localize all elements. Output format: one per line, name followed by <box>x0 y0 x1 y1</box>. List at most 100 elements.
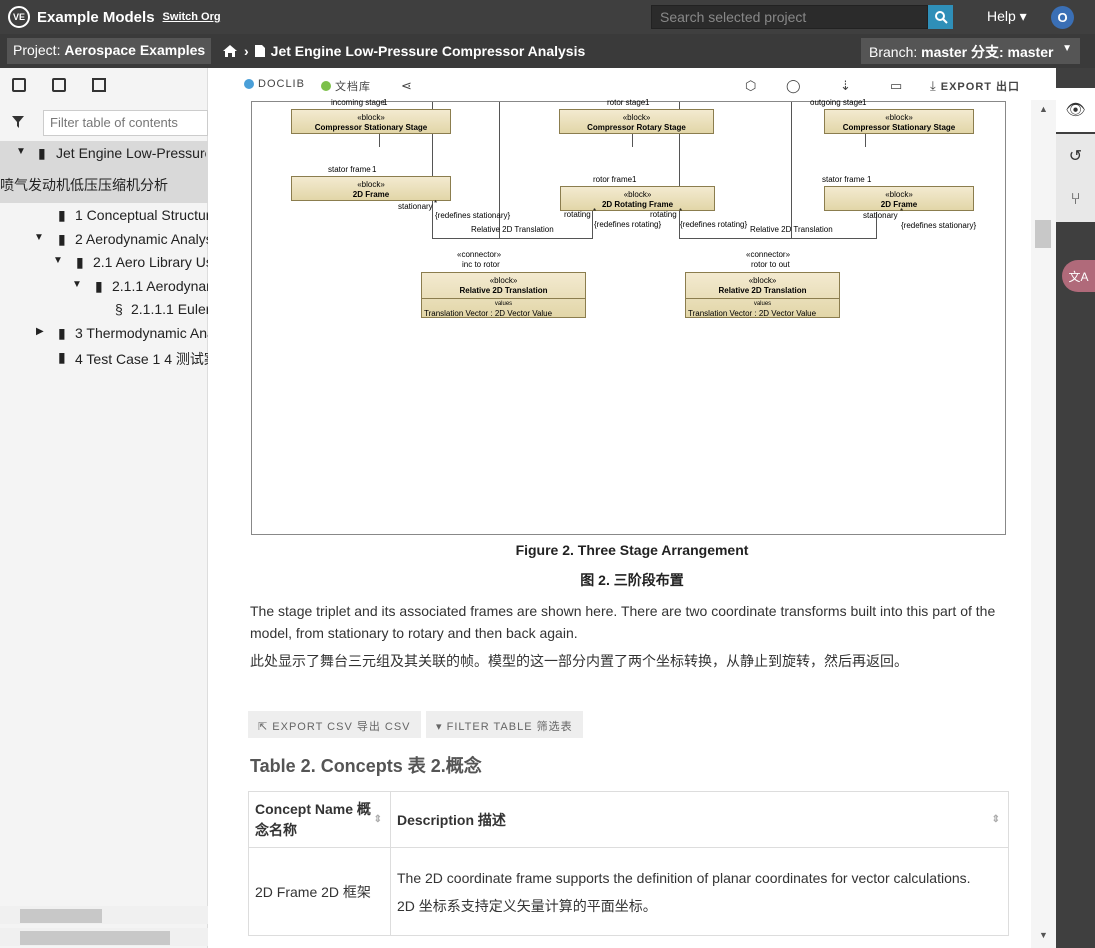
diagram-block[interactable]: «block»2D Frame <box>291 176 451 201</box>
breadcrumb-separator: › <box>244 43 249 59</box>
filter-icon: ▾ <box>436 721 443 733</box>
share-icon[interactable]: ⋖ <box>401 78 413 93</box>
sort-icon[interactable]: ⇕ <box>991 814 1000 825</box>
tree-toggle-icon[interactable]: ▼ <box>53 255 63 266</box>
diagram-line <box>679 238 876 239</box>
doclib-cn-label: 文档库 <box>335 81 371 93</box>
home-icon[interactable] <box>222 44 238 58</box>
diagram-label: inc to rotor <box>462 260 500 269</box>
document-icon <box>254 45 265 57</box>
diagram-line <box>592 207 593 239</box>
model-icon[interactable]: ⬡ <box>745 78 758 93</box>
diagram-label: * <box>900 207 904 216</box>
diagram-figure[interactable]: «block»Compressor Stationary Stage «bloc… <box>251 98 1006 535</box>
diagram-label: stator frame <box>328 165 371 174</box>
column-header-label: Description 描述 <box>397 811 506 828</box>
breadcrumb-current[interactable]: Jet Engine Low-Pressure Compressor Analy… <box>270 43 586 59</box>
doclib-button[interactable]: DOCLIB <box>244 78 305 90</box>
history-icon[interactable]: ↺ <box>1056 134 1095 178</box>
comment-icon[interactable]: ◯ <box>786 78 802 93</box>
scroll-thumb[interactable] <box>1035 220 1051 248</box>
diagram-label: rotor stage <box>607 98 646 107</box>
ve-logo[interactable]: VE <box>8 6 30 28</box>
export-csv-button[interactable]: ⇱ EXPORT CSV 导出 CSV <box>248 711 421 738</box>
org-name: Example Models <box>37 8 155 26</box>
tree-item-2[interactable]: 2 Aerodynamic Analysis <box>75 231 208 247</box>
eye-icon[interactable]: 👁 <box>1056 88 1095 132</box>
switch-org-link[interactable]: Switch Org <box>162 11 221 23</box>
document-icon: ▮ <box>38 145 46 161</box>
document-vscrollbar[interactable]: ▲ ▼ <box>1031 100 1056 948</box>
search-button[interactable] <box>928 5 953 29</box>
export-button[interactable]: ⤓ EXPORT 出口 <box>930 78 1020 94</box>
body-paragraph: The stage triplet and its associated fra… <box>250 603 996 641</box>
diagram-block[interactable]: «block»2D Rotating Frame <box>560 186 715 211</box>
sidebar-hscrollbar-2[interactable] <box>0 928 208 946</box>
doc-toolbar: DOCLIB 文档库 ⋖ ⬡ ◯ ⇣ ▭ ⤓ EXPORT 出口 <box>208 68 1056 102</box>
print-icon[interactable]: ▭ <box>890 78 904 93</box>
tree-item-root-cn[interactable]: 喷气发动机低压压缩机分析 <box>0 177 168 193</box>
diagram-label: 1 <box>645 98 650 107</box>
diagram-block[interactable]: «block»Compressor Stationary Stage <box>824 109 974 134</box>
translate-icon[interactable]: 文A <box>1062 260 1095 292</box>
tree-toggle-icon[interactable]: ▼ <box>34 232 44 243</box>
scroll-down-icon[interactable]: ▼ <box>1039 930 1048 940</box>
search-input[interactable]: Search selected project <box>651 5 928 29</box>
sidebar: Filter table of contents ▼ ▮ Jet Engine … <box>0 68 208 948</box>
diagram-block[interactable]: «block»Compressor Stationary Stage <box>291 109 451 134</box>
tree-selected-row[interactable] <box>0 141 208 203</box>
help-menu[interactable]: Help ▾ <box>987 8 1027 24</box>
right-panel-tabs: 👁 ↺ ⑂ 文A <box>1056 68 1095 948</box>
sort-numbers-icon[interactable]: ⇣ <box>840 78 852 93</box>
search-icon <box>934 11 948 24</box>
filter-table-label: FILTER TABLE 筛选表 <box>446 721 573 733</box>
diagram-label: «connector» <box>746 250 791 259</box>
tree-item-1[interactable]: 1 Conceptual Structure <box>75 207 208 223</box>
column-header-name[interactable]: Concept Name 概念名称 ⇕ <box>248 791 391 848</box>
doclib-cn-button[interactable]: 文档库 <box>321 78 371 94</box>
diagram-block[interactable]: «block»2D Frame <box>824 186 974 211</box>
diagram-label: {redefines stationary} <box>435 211 511 220</box>
project-selector[interactable]: Project: Aerospace Examples <box>7 38 212 64</box>
filter-toc-input[interactable]: Filter table of contents <box>43 110 208 136</box>
diagram-label: 1 <box>632 175 637 184</box>
tree-toggle-icon[interactable]: ▼ <box>16 146 26 157</box>
branch-selector[interactable]: Branch: master 分支: master ▼ <box>861 38 1080 64</box>
sidebar-hscrollbar[interactable] <box>0 906 208 924</box>
diagram-label: rotor frame <box>593 175 633 184</box>
breadcrumb: › Jet Engine Low-Pressure Compressor Ana… <box>222 43 585 59</box>
branch-icon[interactable]: ⑂ <box>1056 178 1095 222</box>
diagram-label: {redefines rotating} <box>594 220 662 229</box>
tree-item-3[interactable]: 3 Thermodynamic Anal <box>75 325 208 341</box>
tree-item-root[interactable]: Jet Engine Low-Pressure <box>56 145 206 161</box>
tree-item-2-1-1[interactable]: 2.1.1 Aerodynan <box>112 278 208 294</box>
top-bar: VE Example Models Switch Org Search sele… <box>0 0 1095 34</box>
diagram-label: stationary <box>398 202 433 211</box>
user-avatar[interactable]: O <box>1051 6 1074 29</box>
filter-icon[interactable] <box>12 116 24 128</box>
tree-item-2-1[interactable]: 2.1 Aero Library Us <box>93 254 208 270</box>
diagram-label: * <box>679 207 683 216</box>
tree-item-2-1-1-1[interactable]: 2.1.1.1 Euler <box>131 301 208 317</box>
export-csv-icon: ⇱ <box>258 721 269 733</box>
collapse-all-icon[interactable] <box>12 78 26 92</box>
sort-icon[interactable]: ⇕ <box>373 814 382 825</box>
document-list-icon[interactable] <box>92 78 106 92</box>
diagram-label: incoming stage <box>331 98 385 107</box>
tree-toggle-icon[interactable]: ▶ <box>36 326 44 337</box>
scroll-up-icon[interactable]: ▲ <box>1039 104 1048 114</box>
figure-caption: Figure 2. Three Stage Arrangement <box>515 542 749 558</box>
expand-all-icon[interactable] <box>52 78 66 92</box>
doclib-cn-icon <box>321 81 331 91</box>
diagram-label: rotor to out <box>751 260 790 269</box>
filter-table-button[interactable]: ▾ FILTER TABLE 筛选表 <box>426 711 583 738</box>
column-header-description[interactable]: Description 描述 ⇕ <box>390 791 1009 848</box>
table-row: 2D Frame 2D 框架 The 2D coordinate frame s… <box>248 847 1009 936</box>
diagram-block[interactable]: «block»Compressor Rotary Stage <box>559 109 714 134</box>
diagram-label: rotating <box>650 210 677 219</box>
branch-label-cn: 分支: <box>970 44 1004 60</box>
tree-item-4[interactable]: 4 Test Case 1 4 测试案 <box>75 351 208 367</box>
tree-toggle-icon[interactable]: ▼ <box>72 279 82 290</box>
